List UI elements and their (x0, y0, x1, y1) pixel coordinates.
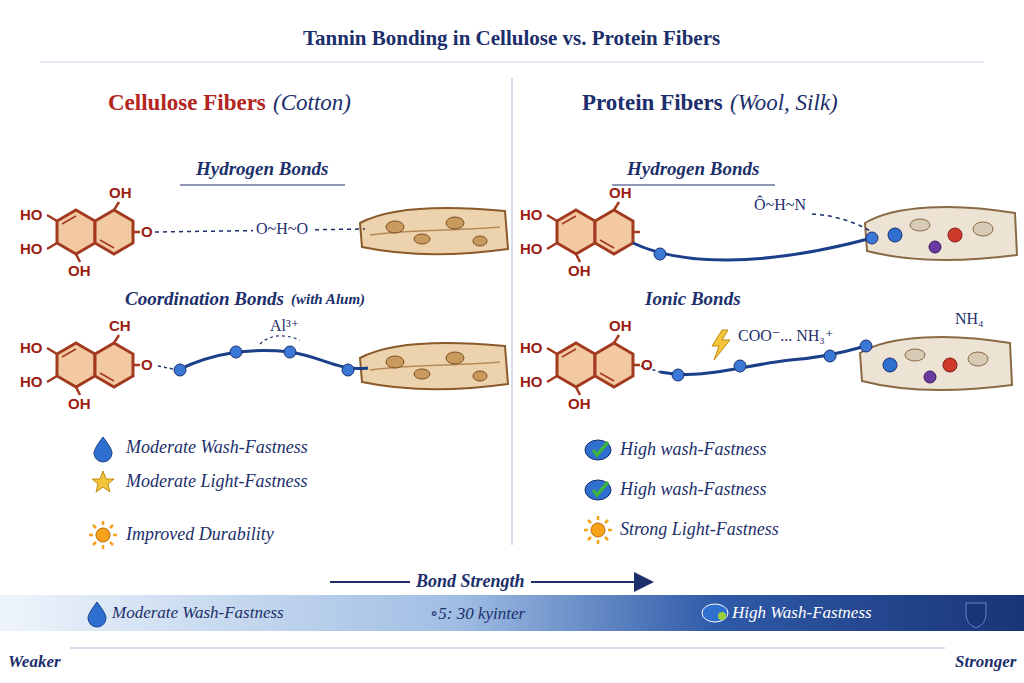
atom-label: CH (109, 317, 131, 334)
column-heading-note: (Wool, Silk) (730, 90, 838, 116)
bond-type-note: (with Alum) (291, 291, 365, 308)
property-item: High wash-Fastness (620, 439, 767, 460)
bond-type-heading: Ionic Bonds (645, 288, 741, 310)
column-heading: Protein Fibers (582, 90, 723, 116)
scale-end: Weaker (8, 652, 61, 672)
atom-label: O (141, 356, 153, 373)
bond-label: COO⁻... NH₃⁺ (735, 326, 836, 345)
atom-label: OH (609, 317, 632, 334)
property-item: Strong Light-Fastness (620, 519, 779, 540)
bond-type-heading: Hydrogen Bonds (196, 158, 329, 180)
atom-label: OH (568, 395, 591, 412)
ion-label: NH₄ (952, 310, 987, 328)
atom-label: HO (520, 339, 543, 356)
atom-label: OH (68, 262, 91, 279)
atom-label: HO (520, 240, 543, 257)
atom-label: OH (609, 184, 632, 201)
atom-label: HO (520, 373, 543, 390)
scale-end: Stronger (955, 652, 1016, 672)
atom-label: HO (520, 206, 543, 223)
bond-type-heading: Hydrogen Bonds (627, 158, 760, 180)
axis-label: Bond Strength (410, 571, 531, 592)
atom-label: HO (20, 206, 43, 223)
band-text: Moderate Wash-Fastness (112, 603, 284, 623)
atom-label: OH (568, 262, 591, 279)
property-item: High wash-Fastness (620, 479, 767, 500)
band-text: ∘5: 30 kyinter (430, 603, 525, 624)
atom-label: OH (68, 395, 91, 412)
atom-label: HO (20, 339, 43, 356)
property-item: Moderate Light-Fastness (126, 471, 308, 492)
atom-label: O (641, 356, 653, 373)
atom-label: HO (20, 373, 43, 390)
bond-label: Ô~H~N (751, 196, 809, 214)
column-heading-note: (Cotton) (273, 90, 351, 116)
bond-type-heading: Coordination Bonds (125, 288, 284, 310)
property-item: Moderate Wash-Fastness (126, 437, 308, 458)
property-item: Improved Durability (126, 524, 274, 545)
atom-label: O (141, 223, 153, 240)
band-text: High Wash-Fastness (732, 603, 872, 623)
ion-label: Al³⁺ (267, 316, 302, 335)
column-heading: Cellulose Fibers (108, 90, 266, 116)
diagram-title: Tannin Bonding in Cellulose vs. Protein … (303, 26, 720, 51)
atom-label: OH (109, 184, 132, 201)
strength-band: Moderate Wash-Fastness ∘5: 30 kyinter High… (0, 595, 1024, 631)
atom-label: HO (20, 240, 43, 257)
bond-label: O~H~O (253, 220, 311, 238)
